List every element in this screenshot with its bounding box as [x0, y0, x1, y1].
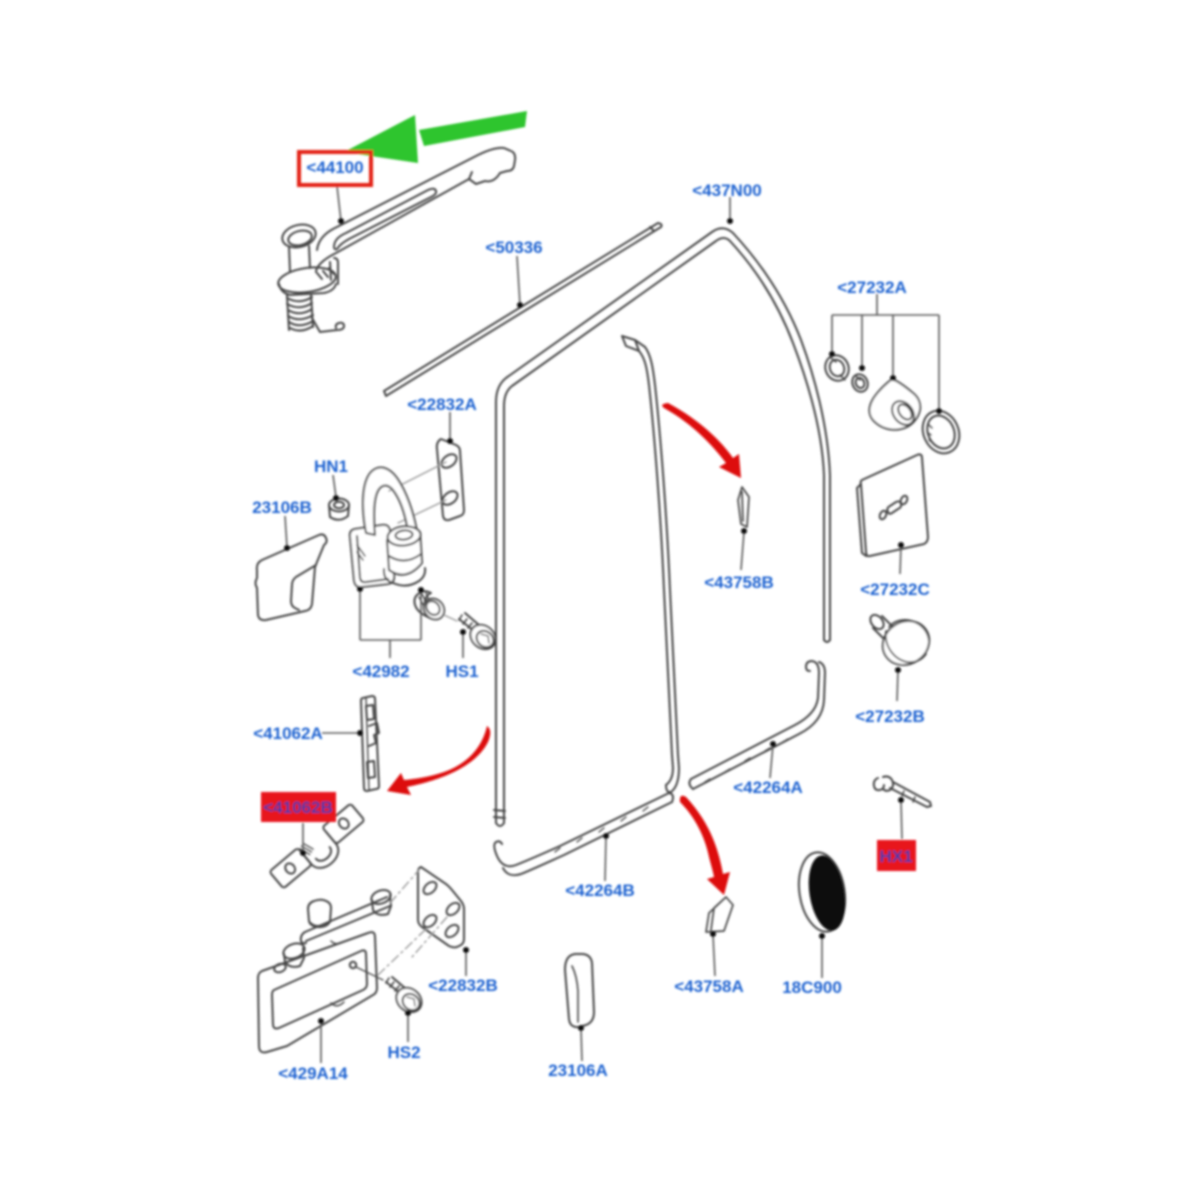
svg-text:23106A: 23106A — [548, 1061, 608, 1080]
svg-text:<42982: <42982 — [352, 662, 409, 681]
svg-text:<50336: <50336 — [485, 238, 542, 257]
svg-text:<42264B: <42264B — [565, 881, 634, 900]
svg-text:HN1: HN1 — [314, 457, 348, 476]
svg-text:<43758B: <43758B — [704, 573, 773, 592]
svg-text:<437N00: <437N00 — [692, 181, 761, 200]
svg-text:HX1: HX1 — [879, 847, 912, 866]
svg-text:18C900: 18C900 — [782, 978, 842, 997]
svg-text:<27232C: <27232C — [860, 580, 929, 599]
svg-text:<27232B: <27232B — [855, 707, 924, 726]
svg-text:<41062B: <41062B — [263, 798, 332, 817]
svg-text:23106B: 23106B — [252, 498, 312, 517]
svg-text:HS1: HS1 — [445, 662, 478, 681]
svg-text:<42264A: <42264A — [733, 778, 802, 797]
svg-text:HS2: HS2 — [387, 1043, 420, 1062]
svg-text:<43758A: <43758A — [674, 977, 743, 996]
svg-text:<22832A: <22832A — [407, 395, 476, 414]
svg-text:<27232A: <27232A — [837, 278, 906, 297]
svg-text:<22832B: <22832B — [428, 976, 497, 995]
svg-text:<44100: <44100 — [306, 158, 363, 177]
svg-text:<429A14: <429A14 — [278, 1064, 348, 1083]
svg-text:<41062A: <41062A — [253, 724, 322, 743]
